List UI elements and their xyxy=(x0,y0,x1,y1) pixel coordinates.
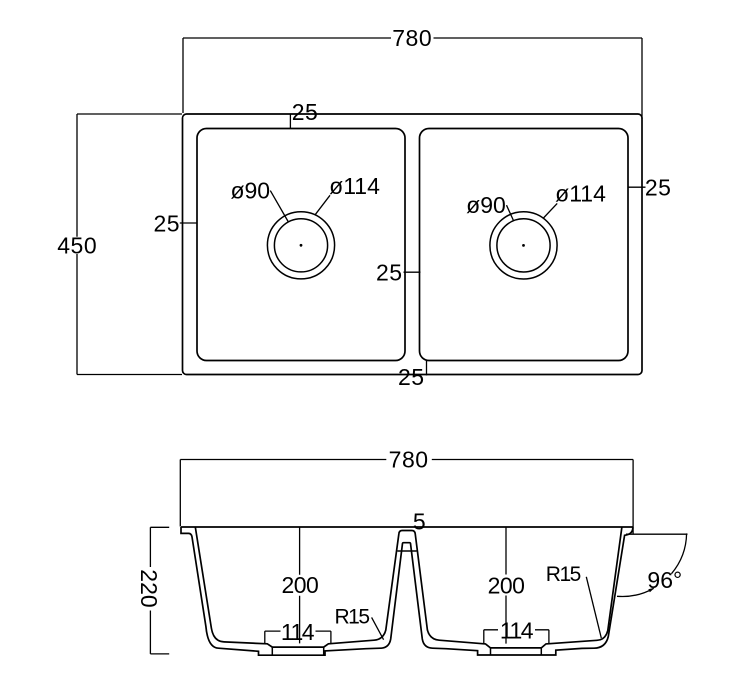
svg-text:25: 25 xyxy=(398,364,425,390)
svg-text:96°: 96° xyxy=(647,567,682,593)
svg-text:25: 25 xyxy=(376,259,403,285)
svg-text:200: 200 xyxy=(488,573,525,599)
svg-text:780: 780 xyxy=(389,447,429,473)
svg-text:R15: R15 xyxy=(334,606,369,629)
svg-text:ø114: ø114 xyxy=(555,181,606,207)
svg-text:25: 25 xyxy=(154,210,181,236)
svg-text:780: 780 xyxy=(392,25,432,51)
svg-text:R15: R15 xyxy=(546,563,581,586)
svg-text:ø90: ø90 xyxy=(466,192,506,218)
svg-text:450: 450 xyxy=(57,232,97,258)
svg-text:114: 114 xyxy=(281,619,315,645)
svg-text:5: 5 xyxy=(413,509,426,535)
svg-text:25: 25 xyxy=(292,99,319,125)
svg-text:ø90: ø90 xyxy=(230,178,270,204)
svg-text:ø114: ø114 xyxy=(329,173,380,199)
svg-text:200: 200 xyxy=(281,572,318,598)
svg-text:220: 220 xyxy=(136,569,162,607)
svg-text:25: 25 xyxy=(645,174,672,200)
svg-text:114: 114 xyxy=(500,618,534,644)
